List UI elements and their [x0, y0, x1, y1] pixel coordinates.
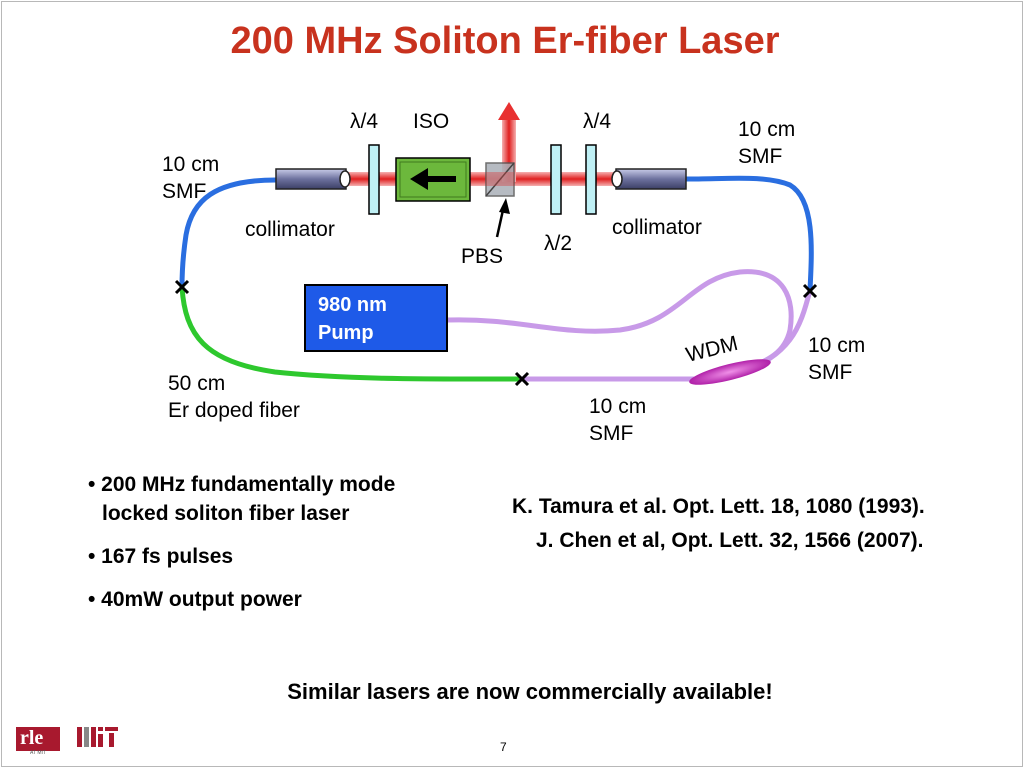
label-smf-bottom-2: SMF [589, 422, 633, 445]
bullet-text: • 200 MHz fundamentally mode [88, 473, 396, 496]
label-iso: ISO [413, 110, 449, 133]
pump-box [304, 284, 448, 352]
label-hwp: λ/2 [544, 232, 572, 255]
collimator-right-lens [611, 170, 623, 188]
pump-fiber [445, 269, 794, 375]
pump-label-line2: Pump [318, 322, 374, 344]
smf-fiber-top-left [179, 177, 279, 290]
rle-logo-text: rle [20, 727, 44, 749]
er-doped-fiber [179, 284, 525, 382]
splice-marker-bottom [514, 371, 530, 387]
rle-logo-subtext: AT MIT [30, 750, 46, 756]
label-smf-right-2: SMF [808, 361, 852, 384]
output-arrow-head [498, 102, 520, 120]
laser-beam [345, 172, 617, 186]
slide-title: 200 MHz Soliton Er-fiber Laser [230, 20, 780, 62]
label-smf-top-right-2: SMF [738, 145, 782, 168]
wdm-coupler [689, 359, 771, 385]
label-smf-top-left-1: 10 cm [162, 153, 219, 176]
quarter-waveplate-right [585, 144, 597, 215]
collimator-left [275, 168, 347, 190]
smf-fiber-top-right [683, 175, 814, 293]
label-qwp-right: λ/4 [583, 110, 611, 133]
quarter-waveplate-left [368, 144, 380, 215]
splice-marker-left [174, 279, 190, 295]
bullet-item: • 167 fs pulses [88, 542, 395, 571]
bullet-item: • 40mW output power [88, 585, 395, 614]
commercial-note: Similar lasers are now commercially avai… [287, 679, 773, 704]
page-number: 7 [500, 740, 507, 754]
label-er-fiber-2: Er doped fiber [168, 399, 300, 422]
isolator-arrow-icon [410, 168, 456, 190]
label-smf-top-right-1: 10 cm [738, 118, 795, 141]
bullet-text: • 40mW output power [88, 588, 302, 611]
references: K. Tamura et al. Opt. Lett. 18, 1080 (19… [512, 490, 925, 558]
rle-logo: rle AT MIT [16, 727, 60, 756]
label-pbs: PBS [461, 245, 503, 268]
bullet-list: • 200 MHz fundamentally mode locked soli… [88, 470, 395, 628]
label-collimator-left: collimator [245, 218, 335, 241]
label-wdm: WDM [684, 332, 740, 367]
bullet-text-continued: locked soliton fiber laser [102, 502, 350, 525]
splice-marker-right [802, 283, 818, 299]
reference-tamura: K. Tamura et al. Opt. Lett. 18, 1080 (19… [512, 495, 925, 518]
pump-label-line1: 980 nm [318, 294, 387, 316]
mit-logo [77, 727, 118, 747]
label-smf-right-1: 10 cm [808, 334, 865, 357]
collimator-left-lens [339, 170, 351, 188]
half-waveplate [550, 144, 562, 215]
label-smf-bottom-1: 10 cm [589, 395, 646, 418]
label-collimator-right: collimator [612, 216, 702, 239]
label-er-fiber-1: 50 cm [168, 372, 225, 395]
reference-chen: J. Chen et al, Opt. Lett. 32, 1566 (2007… [536, 529, 924, 552]
bullet-item: • 200 MHz fundamentally mode locked soli… [88, 470, 395, 528]
isolator-inner [399, 161, 467, 198]
label-qwp-left: λ/4 [350, 110, 378, 133]
bullet-text: • 167 fs pulses [88, 545, 234, 568]
pbs-pointer-arrow [495, 209, 505, 238]
label-smf-top-left-2: SMF [162, 180, 206, 203]
collimator-right [615, 168, 687, 190]
